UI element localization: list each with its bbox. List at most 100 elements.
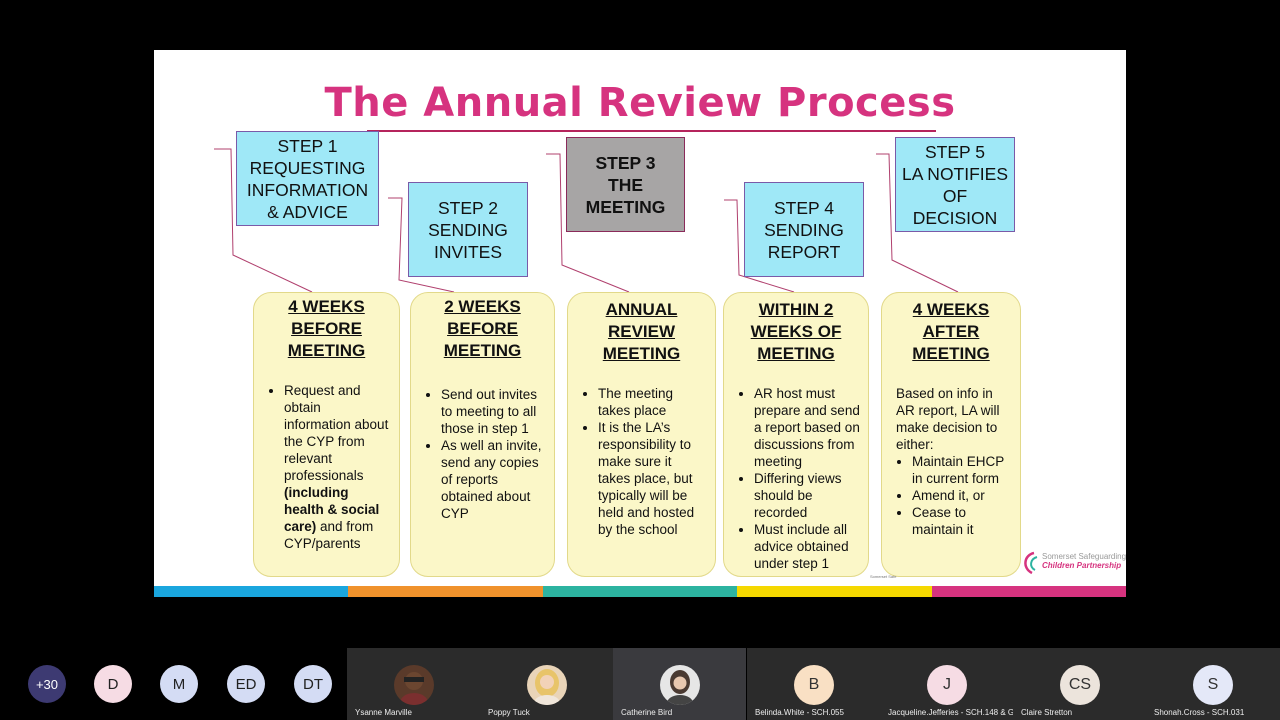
more-participants-button[interactable]: +30 bbox=[28, 665, 66, 703]
participant-bubble[interactable]: D bbox=[94, 665, 132, 703]
heading-line: 4 WEEKS bbox=[288, 297, 365, 316]
partnership-logo: Somerset Safeguarding Children Partnersh… bbox=[1020, 550, 1126, 578]
card-intro-text: Based on info in AR report, LA will make… bbox=[896, 386, 1000, 452]
heading-line: AFTER bbox=[922, 322, 980, 341]
list-item: Cease to maintain it bbox=[912, 504, 1012, 538]
heading-line: BEFORE bbox=[291, 319, 362, 338]
participant-tile[interactable]: CS Claire Stretton bbox=[1013, 648, 1146, 720]
stripe-yellow bbox=[737, 586, 932, 597]
participant-name: Catherine Bird bbox=[621, 708, 673, 717]
connector-step5 bbox=[876, 153, 959, 293]
list-item: Differing views should be recorded bbox=[754, 470, 860, 521]
logo-line-2: Children Partnership bbox=[1042, 561, 1122, 570]
stripe-pink bbox=[931, 586, 1126, 597]
heading-line: MEETING bbox=[602, 344, 681, 363]
stripe-orange bbox=[348, 586, 543, 597]
avatar: B bbox=[794, 665, 834, 705]
participant-name: Ysanne Marville bbox=[355, 708, 412, 717]
step-3-line-1: STEP 3 bbox=[595, 152, 656, 173]
logo-text: Somerset Safeguarding Children Partnersh… bbox=[1042, 552, 1126, 570]
participant-bubble[interactable]: DT bbox=[294, 665, 332, 703]
heading-line: ANNUAL bbox=[605, 300, 678, 319]
participant-tile[interactable]: J Jacqueline.Jefferies - SCH.148 & Go... bbox=[880, 648, 1013, 720]
card-2-weeks-before: 2 WEEKS BEFORE MEETING Send out invites … bbox=[410, 292, 555, 577]
step-5-line-4: DECISION bbox=[912, 207, 998, 228]
heading-line: 2 WEEKS bbox=[444, 297, 521, 316]
connector-step1 bbox=[214, 148, 313, 293]
participant-tile[interactable]: Poppy Tuck bbox=[480, 648, 613, 720]
step-4-line-1: STEP 4 bbox=[774, 197, 834, 218]
stripe-teal bbox=[542, 586, 738, 597]
participant-tile[interactable]: S Shonah.Cross - SCH.031 bbox=[1146, 648, 1280, 720]
heading-line: 4 WEEKS bbox=[912, 300, 990, 319]
heading-line: REVIEW bbox=[607, 322, 676, 341]
heading-line: MEETING bbox=[287, 341, 366, 360]
avatar bbox=[660, 665, 700, 705]
heading-line: WEEKS OF bbox=[750, 322, 842, 341]
step-2-line-1: STEP 2 bbox=[438, 197, 498, 218]
connector-step2 bbox=[388, 197, 455, 293]
heading-line: MEETING bbox=[757, 344, 835, 363]
card-body: Send out invites to meeting to all those… bbox=[419, 386, 546, 522]
step-2-box: STEP 2 SENDING INVITES bbox=[408, 182, 528, 277]
participants-strip: +30 D M ED DT Ysanne Marville Poppy Tuck… bbox=[0, 648, 1280, 720]
step-4-line-3: REPORT bbox=[767, 241, 841, 262]
participant-name: Claire Stretton bbox=[1021, 708, 1073, 717]
logo-swirl-icon bbox=[1024, 551, 1038, 575]
person-photo-icon bbox=[400, 672, 428, 705]
card-body: AR host must prepare and send a report b… bbox=[732, 385, 860, 572]
card-4-weeks-after: 4 WEEKS AFTER MEETING Based on info in A… bbox=[881, 292, 1021, 577]
logo-line-1: Somerset Safeguarding bbox=[1042, 552, 1126, 561]
connector-lines bbox=[214, 148, 959, 293]
bullet-bold-text: (including health & social care) bbox=[284, 485, 380, 534]
list-item: Maintain EHCP in current form bbox=[912, 453, 1012, 487]
connector-step3 bbox=[546, 153, 630, 293]
participant-bubble[interactable]: ED bbox=[227, 665, 265, 703]
card-4-weeks-before: 4 WEEKS BEFORE MEETING Request and obtai… bbox=[253, 292, 400, 577]
participant-tile[interactable]: Ysanne Marville bbox=[347, 648, 480, 720]
heading-line: WITHIN 2 bbox=[758, 300, 834, 319]
step-5-line-3: OF bbox=[942, 185, 968, 206]
heading-line: MEETING bbox=[912, 344, 990, 363]
card-heading: 4 WEEKS BEFORE MEETING bbox=[262, 296, 391, 362]
step-1-line-1: STEP 1 bbox=[277, 135, 338, 156]
avatar: J bbox=[927, 665, 967, 705]
color-stripe bbox=[154, 586, 1126, 597]
step-3-box: STEP 3 THE MEETING bbox=[566, 137, 685, 232]
connector-step4 bbox=[724, 199, 795, 293]
person-photo-icon bbox=[667, 670, 693, 705]
card-heading: 2 WEEKS BEFORE MEETING bbox=[419, 296, 546, 362]
list-item: Request and obtain information about the… bbox=[284, 382, 391, 552]
card-body: Request and obtain information about the… bbox=[262, 382, 391, 552]
participant-tile[interactable]: B Belinda.White - SCH.055 bbox=[747, 648, 880, 720]
card-body: The meeting takes place It is the LA’s r… bbox=[576, 385, 707, 538]
list-item: Must include all advice obtained under s… bbox=[754, 521, 860, 572]
step-4-line-2: SENDING bbox=[764, 219, 844, 240]
stripe-blue bbox=[154, 586, 349, 597]
participant-bubble[interactable]: M bbox=[160, 665, 198, 703]
avatar: CS bbox=[1060, 665, 1100, 705]
bullet-text: and from CYP/parents bbox=[284, 519, 374, 551]
step-3-line-2: THE bbox=[608, 174, 643, 195]
list-item: The meeting takes place bbox=[598, 385, 707, 419]
step-5-line-2: LA NOTIFIES bbox=[902, 163, 1008, 184]
participant-tile[interactable]: Catherine Bird bbox=[613, 648, 746, 720]
participant-name: Jacqueline.Jefferies - SCH.148 & Go... bbox=[888, 708, 1013, 717]
card-body: Based on info in AR report, LA will make… bbox=[890, 385, 1012, 538]
card-heading: WITHIN 2 WEEKS OF MEETING bbox=[732, 299, 860, 365]
list-item: It is the LA’s responsibility to make su… bbox=[598, 419, 707, 538]
card-heading: ANNUAL REVIEW MEETING bbox=[576, 299, 707, 365]
small-logo-text: Somerset Safe bbox=[870, 574, 897, 579]
card-within-2-weeks: WITHIN 2 WEEKS OF MEETING AR host must p… bbox=[723, 292, 869, 577]
participant-name: Poppy Tuck bbox=[488, 708, 530, 717]
step-5-box: STEP 5 LA NOTIFIES OF DECISION bbox=[895, 137, 1015, 232]
avatar bbox=[394, 665, 434, 705]
participant-name: Belinda.White - SCH.055 bbox=[755, 708, 844, 717]
list-item: As well an invite, send any copies of re… bbox=[441, 437, 546, 522]
bullet-text: Request and obtain information about the… bbox=[284, 383, 389, 483]
card-annual-review-meeting: ANNUAL REVIEW MEETING The meeting takes … bbox=[567, 292, 716, 577]
step-2-line-3: INVITES bbox=[433, 241, 503, 262]
step-4-box: STEP 4 SENDING REPORT bbox=[744, 182, 864, 277]
avatar: S bbox=[1193, 665, 1233, 705]
step-1-line-4: & ADVICE bbox=[267, 201, 348, 222]
